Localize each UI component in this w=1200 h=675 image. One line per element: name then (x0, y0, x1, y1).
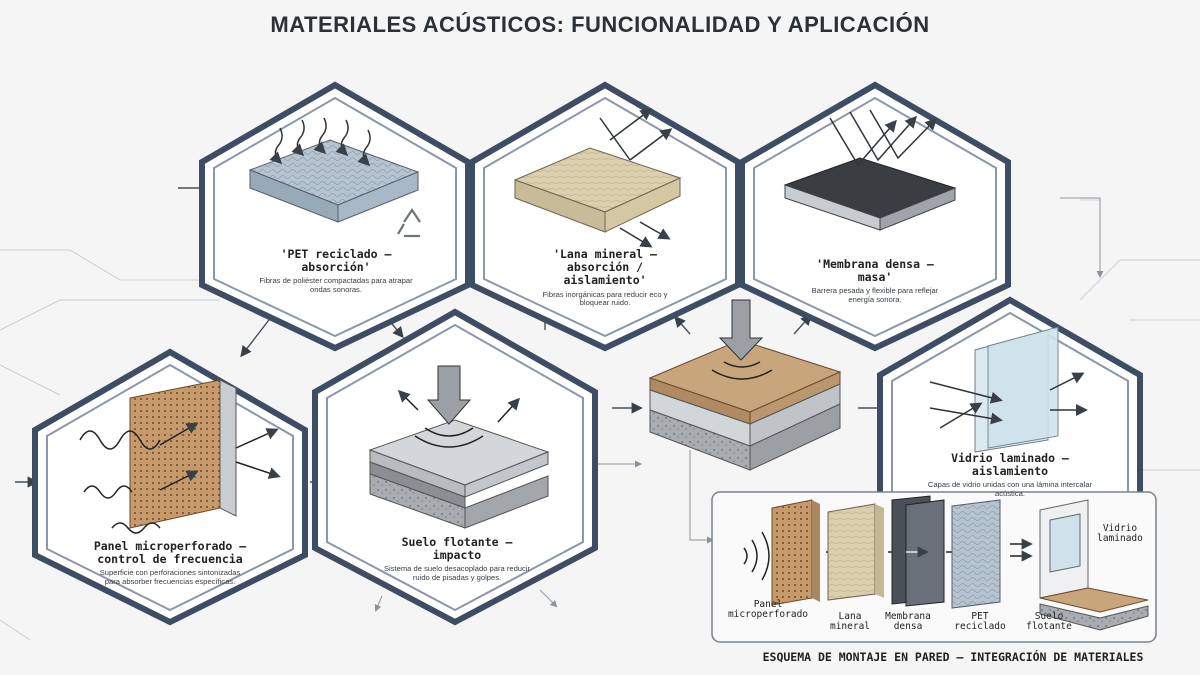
secondary-arrows (374, 197, 1104, 612)
transmission-arrows (929, 372, 1088, 429)
page-title: MATERIALES ACÚSTICOS: FUNCIONALIDAD Y AP… (270, 12, 930, 37)
hex-lana (469, 81, 741, 352)
wave-icons (79, 422, 281, 534)
floor-assembly-icon (648, 299, 842, 471)
vidrio-desc: Capas de vidrio unidas con una lámina in… (927, 480, 1093, 499)
microperforated-panel-icon (129, 379, 237, 529)
hex-membrana (739, 81, 1011, 352)
lana-name: 'Lana mineral – absorción / aislamiento' (553, 247, 657, 288)
sound-waves-icon (743, 531, 770, 581)
sound-wave-arrows (269, 117, 371, 167)
label-pet: 'PET reciclado – absorción' Fibras de po… (258, 247, 414, 295)
membrana-desc: Barrera pesada y flexible para reflejar … (811, 286, 939, 305)
hex-suelo (312, 308, 598, 626)
wall-schema-box (711, 491, 1157, 643)
membrana-name: 'Membrana densa – masa' (816, 257, 934, 285)
suelo-name: Suelo flotante – impacto (401, 535, 513, 563)
panel-desc: Superficie con perforaciones sintonizada… (99, 568, 241, 587)
reflection-arrows (599, 108, 673, 248)
reflection-arrows (829, 109, 938, 167)
dense-membrane-icon (783, 157, 957, 231)
schema-label-membrana: Membrana densa (885, 611, 931, 633)
pet-name: 'PET reciclado – absorción' (280, 247, 392, 275)
window-floor-corner-icon (1039, 499, 1149, 631)
label-panel: Panel microperforado – control de frecue… (92, 539, 248, 587)
vidrio-name: Vidrio laminado – aislamiento (951, 451, 1069, 479)
panel-name: Panel microperforado – control de frecue… (93, 539, 247, 567)
lana-desc: Fibras inorgánicas para reducir eco y bl… (542, 289, 668, 308)
mineral-wool-icon (513, 147, 682, 233)
hex-pet (199, 81, 471, 352)
label-lana: 'Lana mineral – absorción / aislamiento'… (530, 247, 680, 308)
label-vidrio: Vidrio laminado – aislamiento Capas de v… (926, 451, 1094, 499)
schema-label-panel: Panel microperforado (727, 599, 809, 621)
schema-label-suelo: Suelo flotante (1026, 611, 1072, 633)
suelo-desc: Sistema de suelo desacoplado para reduci… (383, 564, 531, 583)
label-membrana: 'Membrana densa – masa' Barrera pesada y… (800, 257, 950, 305)
label-suelo: Suelo flotante – impacto Sistema de suel… (382, 535, 532, 583)
schema-label-vidrio: Vidrio laminado (1097, 523, 1143, 545)
pet-desc: Fibras de poliéster compactadas para atr… (259, 276, 413, 295)
schema-label-lana: Lana mineral (829, 611, 871, 633)
recycle-icon (397, 208, 421, 238)
schema-title: ESQUEMA DE MONTAJE EN PARED – INTEGRACIÓ… (762, 650, 1144, 664)
floating-floor-icon (368, 419, 550, 529)
hex-panel (32, 348, 308, 626)
impact-arrow-icon (397, 365, 521, 448)
schema-label-pet: PET reciclado (954, 611, 1006, 633)
pet-slab-icon (248, 139, 420, 223)
